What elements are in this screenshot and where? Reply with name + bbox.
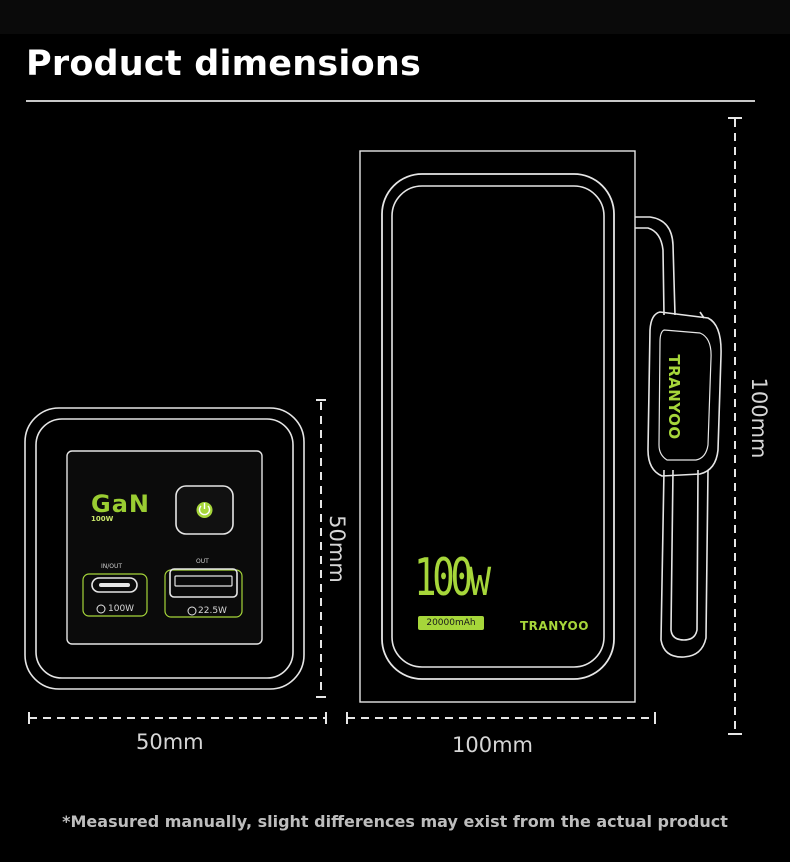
title-divider (26, 100, 755, 102)
dimension-lines (28, 117, 742, 735)
plug-brand-logo: TRANYOO (665, 354, 683, 440)
usb-a-port (164, 568, 243, 618)
gan-sub-label: 100W (91, 515, 114, 523)
port-label-out: OUT (196, 558, 209, 565)
top-band (0, 0, 790, 34)
front-body-inner (391, 185, 605, 668)
port-rating-right: 22.5W (198, 606, 227, 616)
side-view-outline (24, 407, 305, 690)
front-body-outer (381, 173, 615, 680)
page-title: Product dimensions (26, 44, 421, 84)
cable-plug (647, 311, 722, 477)
port-rating-left: 100W (108, 604, 135, 614)
port-label-in-out: IN/OUT (101, 563, 123, 570)
usb-c-port (82, 573, 148, 617)
front-brand-logo: TRANYOO (520, 619, 589, 633)
side-width-label: 50mm (136, 730, 204, 754)
front-width-label: 100mm (452, 733, 533, 757)
measurement-footnote: *Measured manually, slight differences m… (62, 812, 728, 831)
gan-logo: GaN (91, 490, 150, 518)
watt-display: 100w (414, 548, 491, 608)
power-button (175, 485, 234, 535)
cable-loop (635, 216, 709, 658)
front-height-label: 100mm (747, 377, 771, 459)
side-panel (66, 450, 263, 645)
side-height-label: 50mm (325, 515, 349, 583)
front-view-outline (359, 150, 636, 703)
capacity-badge: 20000mAh (418, 616, 484, 630)
